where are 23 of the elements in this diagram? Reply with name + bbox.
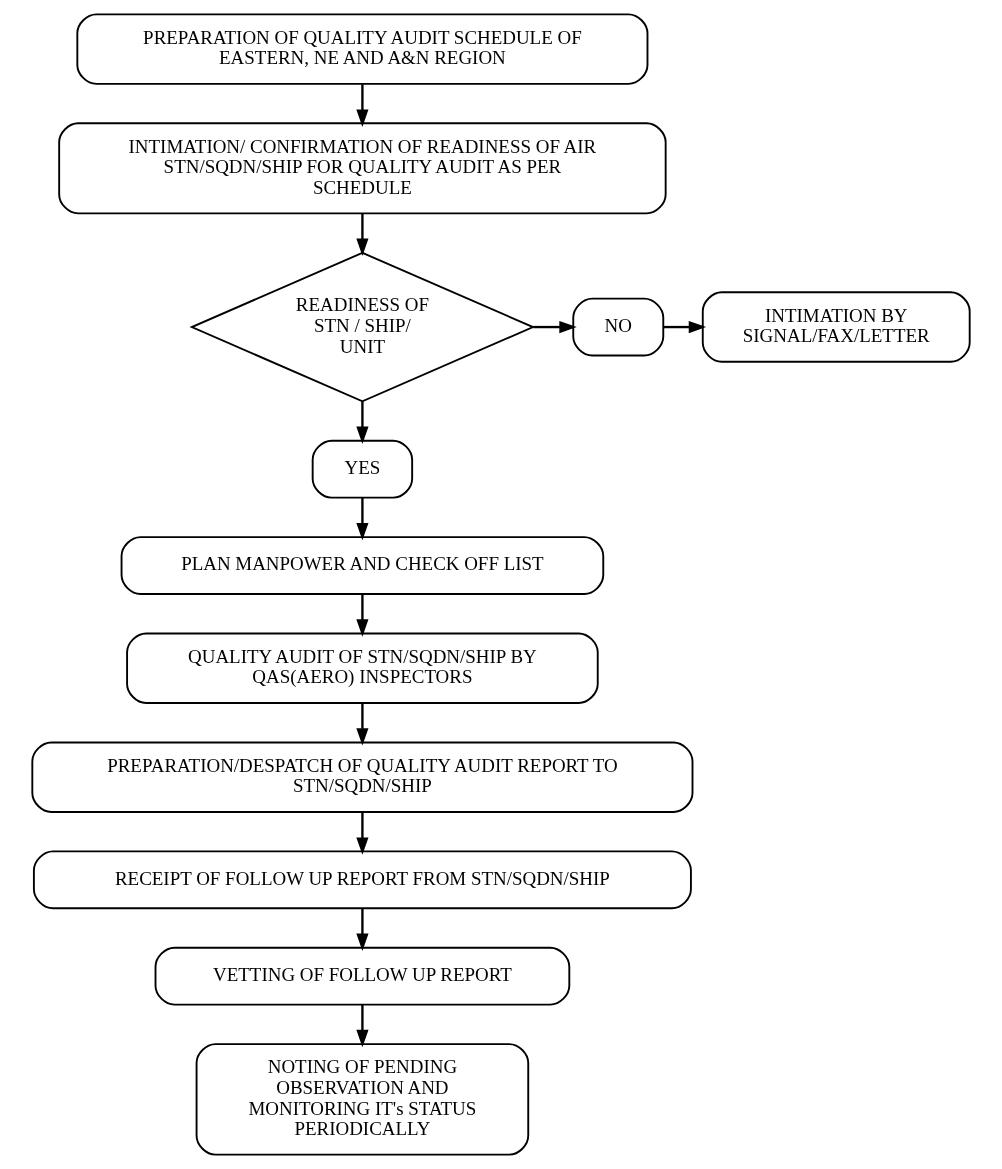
arrow — [356, 497, 369, 541]
arrow — [356, 908, 369, 951]
node-box: VETTING OF FOLLOW UP REPORT — [154, 946, 571, 1006]
node-box: QUALITY AUDIT OF STN/SQDN/SHIP BY QAS(AERO) INSPECTORS — [126, 632, 599, 704]
node-box: RECEIPT OF FOLLOW UP REPORT FROM STN/SQDN/SHIP — [32, 850, 692, 910]
arrow — [356, 84, 369, 127]
node-box: NOTING OF PENDING OBSERVATION AND MONITORING IT's STATUS PERIODICALLY — [195, 1043, 530, 1156]
node-box: NO — [572, 297, 665, 357]
node-box: PLAN MANPOWER AND CHECK OFF LIST — [120, 536, 605, 595]
node-box: PREPARATION OF QUALITY AUDIT SCHEDULE OF EASTERN, NE AND A&N REGION — [76, 13, 649, 85]
arrow — [356, 1005, 369, 1048]
node-box: PREPARATION/DESPATCH OF QUALITY AUDIT REPORT TO STN/SQDN/SHIP — [31, 741, 694, 813]
arrow — [356, 594, 369, 637]
arrow — [356, 213, 369, 256]
arrow — [356, 703, 369, 746]
node-box: INTIMATION BY SIGNAL/FAX/LETTER — [701, 291, 971, 363]
node-box: INTIMATION/ CONFIRMATION OF READINESS OF AIR STN/SQDN/SHIP FOR QUALITY AUDIT AS PER SCHEDULE — [58, 122, 667, 215]
arrow — [356, 812, 369, 855]
arrow — [356, 401, 369, 444]
node-diamond: READINESS OF STN / SHIP/ UNIT — [189, 251, 536, 403]
arrow — [663, 320, 707, 334]
node-box: YES — [311, 439, 414, 499]
arrow — [533, 320, 577, 334]
